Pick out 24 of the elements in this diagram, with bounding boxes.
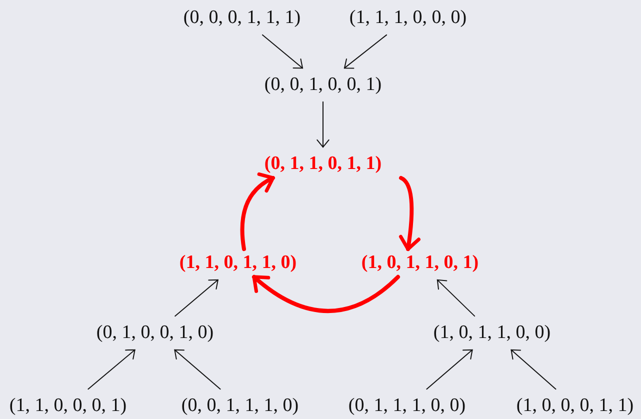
- arrow: [510, 349, 556, 390]
- arrow: [252, 274, 400, 313]
- arrow: [398, 176, 420, 252]
- arrow: [174, 279, 218, 317]
- tuple-label: (0, 0, 1, 0, 0, 1): [264, 74, 382, 96]
- arrow: [174, 349, 221, 390]
- tuple-label: (1, 1, 1, 0, 0, 0): [349, 7, 467, 29]
- arrow: [88, 349, 136, 390]
- arrow: [426, 349, 473, 390]
- arrow: [344, 34, 388, 69]
- tuple-label: (0, 1, 1, 1, 0, 0): [348, 395, 466, 417]
- arrow: [436, 279, 476, 317]
- tuple-label: (0, 1, 0, 0, 1, 0): [96, 322, 214, 344]
- tuple-label: (1, 1, 0, 1, 1, 0): [179, 252, 297, 274]
- tuple-label: (1, 0, 1, 1, 0, 1): [361, 252, 479, 274]
- tuple-label: (1, 0, 1, 1, 0, 0): [433, 322, 551, 344]
- arrow: [316, 101, 330, 148]
- arrow: [262, 34, 304, 69]
- arrow: [240, 173, 275, 252]
- tuple-label: (1, 0, 0, 0, 1, 1): [516, 395, 634, 417]
- tuple-label: (0, 0, 0, 1, 1, 1): [183, 7, 301, 29]
- tuple-label: (1, 1, 0, 0, 0, 1): [9, 395, 127, 417]
- tuple-label: (0, 0, 1, 1, 1, 0): [181, 395, 299, 417]
- tuple-label: (0, 1, 1, 0, 1, 1): [264, 153, 382, 175]
